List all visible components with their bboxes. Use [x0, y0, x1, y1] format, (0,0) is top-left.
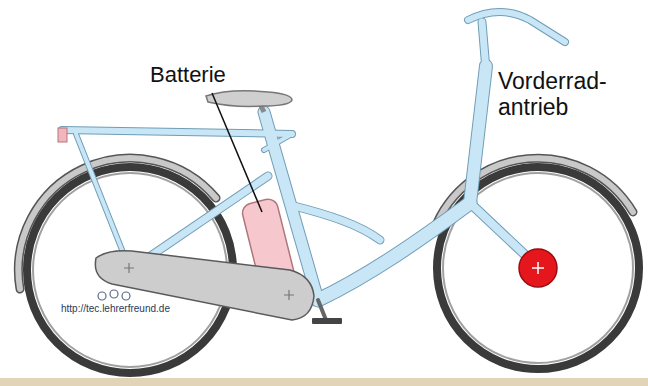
- ground: [0, 378, 648, 386]
- front-fender-fill: [434, 158, 633, 230]
- watermark: http://tec.lehrerfreund.de: [60, 303, 171, 315]
- rear-reflector: [58, 128, 67, 142]
- hub-motor: [519, 249, 557, 287]
- pedal: [312, 318, 342, 324]
- part-label: Batterie: [150, 62, 226, 87]
- front-fender: [434, 158, 633, 230]
- leader-line: [212, 93, 262, 212]
- part-label: Vorderrad- antrieb: [498, 68, 607, 121]
- guard-screws: [124, 263, 294, 300]
- crank: [318, 300, 326, 320]
- watermark-logo: [98, 290, 130, 300]
- saddle: [206, 91, 292, 107]
